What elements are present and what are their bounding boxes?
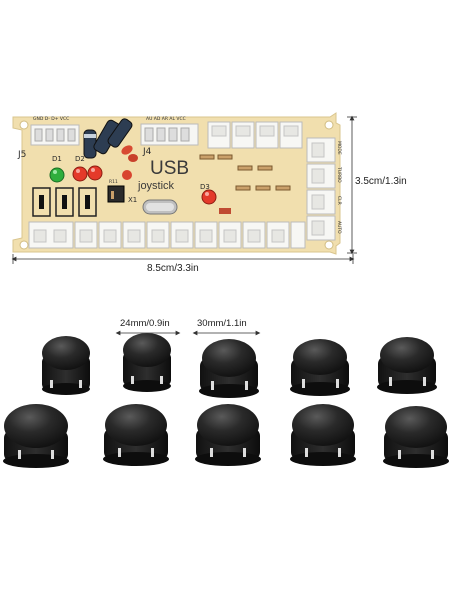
crystal-oscillator [142,199,178,215]
arcade-button-1 [42,336,90,395]
x1-label: X1 [128,196,138,204]
turbo-label: TURBO [336,167,341,183]
board-subtitle: joystick [138,180,175,192]
arcade-button-4 [290,339,350,396]
auto-label: AUTO [336,221,341,234]
direction-pin-labels: AU AD AR AL VCC [146,117,186,122]
small-button-size-label: 24mm/0.9in [120,318,170,329]
led-red-secondary [87,165,103,181]
height-label: 3.5cm/1.3in [355,176,407,187]
pcb-board [12,112,341,255]
width-dimension-arrow [11,254,355,264]
d1-label: D1 [52,155,62,163]
board-title: USB [150,158,190,179]
j4-label: J4 [143,147,152,157]
ceramic-capacitors [121,145,138,162]
arcade-button-5 [377,337,437,394]
j5-label: J5 [18,150,27,160]
resistors [111,154,291,199]
led-red-center [201,189,217,205]
arcade-button-6 [3,404,69,468]
large-button-size-label: 30mm/1.1in [197,318,247,329]
clr-label: CLR [336,196,341,205]
resistor-red [219,208,231,214]
arcade-button-7 [103,404,169,466]
electrolytic-capacitor [83,118,133,159]
width-label: 8.5cm/3.3in [147,263,199,274]
arcade-button-8 [195,404,261,466]
side-button-connectors [306,137,336,241]
arcade-button-9 [290,404,356,466]
d2-label: D2 [75,155,85,163]
jumper-blocks [32,187,97,217]
usb-pin-labels: GND D- D+ VCC [33,117,70,122]
arcade-button-3 [199,339,259,398]
capacitor-red [122,170,132,180]
chip [107,185,125,203]
direction-connector [140,123,199,146]
led-red [72,166,88,182]
top-button-connectors [207,121,303,149]
arcade-button-10 [383,406,449,468]
arcade-button-2 [123,333,171,392]
d3-label: D3 [200,183,210,191]
mode-label: MODE [336,141,341,155]
height-dimension-arrow [347,115,357,255]
bottom-connectors [28,221,306,249]
resistor-label: R11 [109,180,118,185]
usb-connector [30,124,80,146]
led-green [49,167,65,183]
